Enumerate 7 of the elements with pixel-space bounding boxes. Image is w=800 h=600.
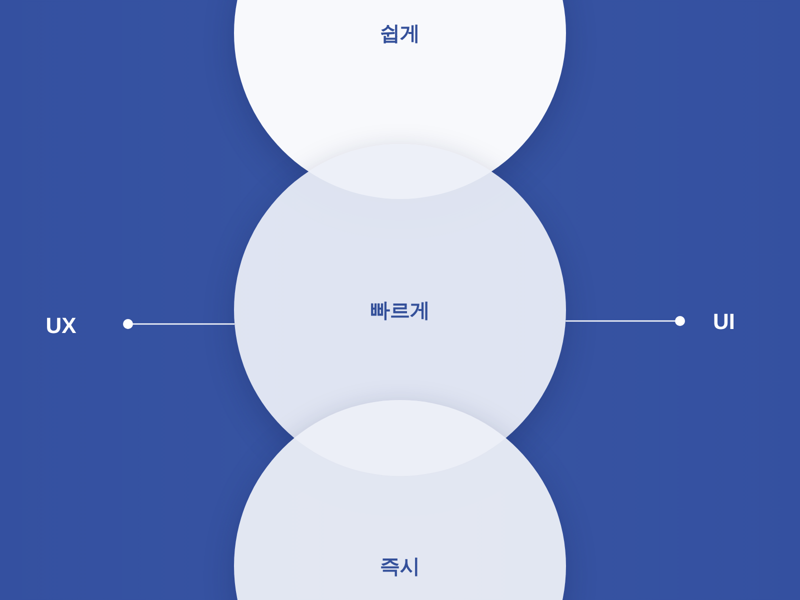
connector-line (123, 319, 235, 329)
circle-label: 빠르게 (370, 296, 430, 324)
circle-label: 쉽게 (380, 20, 420, 46)
connector-line (566, 316, 685, 326)
circle-label: 즉시 (380, 552, 420, 580)
side-label: UI (713, 309, 735, 335)
side-label: UX (46, 313, 76, 339)
